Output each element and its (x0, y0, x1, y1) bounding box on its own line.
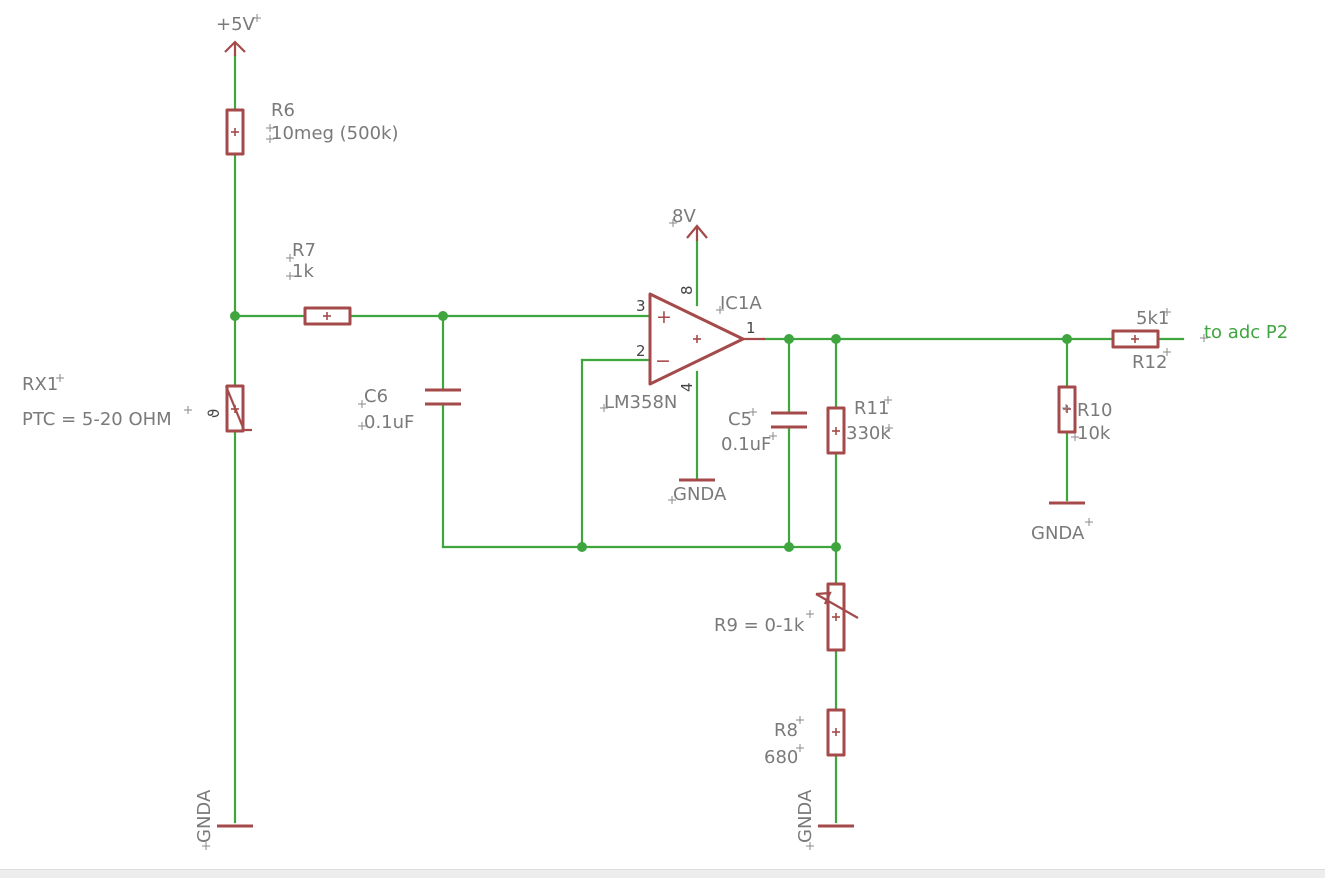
resistor-r6[interactable]: R6 10meg (500k) (225, 100, 399, 156)
r10-value: 10k (1077, 423, 1111, 444)
r12-name: R12 (1132, 352, 1167, 373)
gnd-r10-label: GNDA (1031, 523, 1085, 544)
c6-name: C6 (364, 386, 388, 407)
resistor-r7[interactable]: R7 1k (292, 240, 352, 326)
gnd-r8-label: GNDA (795, 789, 816, 843)
thermistor-tilde-icon (224, 385, 252, 432)
gnd-opamp-label: GNDA (673, 484, 727, 505)
resistor-body (225, 108, 245, 156)
r11-name: R11 (854, 398, 889, 419)
capacitor-c6[interactable]: C6 0.1uF (364, 386, 461, 433)
pot-arrow-line (815, 593, 859, 619)
gnd-opamp[interactable]: GNDA (673, 478, 727, 505)
supply-5v-label: +5V (216, 14, 256, 35)
pin-2-label: 2 (636, 342, 646, 360)
capacitor-c5[interactable]: C5 0.1uF (721, 409, 807, 455)
gnd-r8[interactable]: GNDA (795, 789, 854, 843)
supply-8v[interactable]: 8V (672, 206, 708, 241)
opamp-plus-sign: + (656, 306, 672, 328)
pin-3-label: 3 (636, 297, 646, 315)
resistor-r11[interactable]: R11 330k (826, 398, 891, 455)
opamp-minus-sign: − (655, 350, 671, 372)
r7-value: 1k (292, 261, 314, 282)
c6-value: 0.1uF (364, 412, 414, 433)
window-bottom-scrollbar[interactable] (0, 869, 1325, 878)
gnd-rx1-label: GNDA (194, 789, 215, 843)
opamp-ic1a[interactable]: + − 3 2 1 8 4 IC1A LM358N (604, 285, 765, 413)
resistor-r8[interactable]: R8 680 (764, 708, 846, 768)
resistor-body (303, 306, 352, 326)
wires (233, 53, 1185, 824)
r8-name: R8 (774, 720, 798, 741)
label-origins (56, 14, 1208, 850)
junction-input-node (230, 311, 240, 321)
output-net-label: to adc P2 (1204, 322, 1288, 343)
gnd-rx1[interactable]: GNDA (194, 789, 253, 843)
pin-8-label: 8 (678, 285, 696, 295)
c5-value: 0.1uF (721, 434, 771, 455)
r6-value: 10meg (500k) (271, 123, 399, 144)
c5-name: C5 (728, 409, 752, 430)
origin-cross-icon (56, 14, 1208, 850)
junction-c6-top (438, 311, 448, 321)
potentiometer-r9[interactable]: R9 = 0-1k (714, 582, 859, 652)
pin-4-label: 4 (678, 382, 696, 392)
junction-c5-bottom (784, 542, 794, 552)
rx1-value: PTC = 5-20 OHM (22, 409, 172, 430)
thermistor-body (225, 384, 245, 433)
r7-name: R7 (292, 240, 316, 261)
pot-arrow-icon (815, 591, 832, 605)
r6-name: R6 (271, 100, 295, 121)
junction-r11-top (831, 334, 841, 344)
r8-value: 680 (764, 747, 798, 768)
gnd-r10[interactable]: GNDA (1031, 501, 1085, 544)
rx1-name: RX1 (22, 374, 58, 395)
r12-value: 5k1 (1136, 308, 1169, 329)
thermistor-theta-icon: ϑ (205, 409, 223, 418)
resistor-body (1111, 329, 1160, 349)
opamp-triangle (648, 292, 745, 386)
junction-c5-top (784, 334, 794, 344)
ic1a-name: IC1A (720, 293, 762, 314)
junction-r10-top (1062, 334, 1072, 344)
r10-name: R10 (1077, 400, 1112, 421)
resistor-body (826, 406, 846, 455)
resistor-r10[interactable]: R10 10k (1057, 385, 1112, 444)
junction-feedback-left (577, 542, 587, 552)
resistor-r12[interactable]: 5k1 R12 (1111, 308, 1169, 373)
ic1a-value: LM358N (604, 392, 677, 413)
r11-value: 330k (846, 423, 891, 444)
junctions (230, 311, 1072, 552)
pin-1-label: 1 (746, 319, 756, 337)
resistor-body (1057, 385, 1077, 434)
junction-r11-bottom (831, 542, 841, 552)
supply-5v[interactable]: +5V (216, 14, 256, 56)
resistor-body (826, 582, 846, 652)
resistor-body (826, 708, 846, 757)
thermistor-rx1[interactable]: ϑ RX1 PTC = 5-20 OHM (22, 374, 252, 433)
supply-8v-label: 8V (672, 206, 696, 227)
r9-label: R9 = 0-1k (714, 615, 805, 636)
